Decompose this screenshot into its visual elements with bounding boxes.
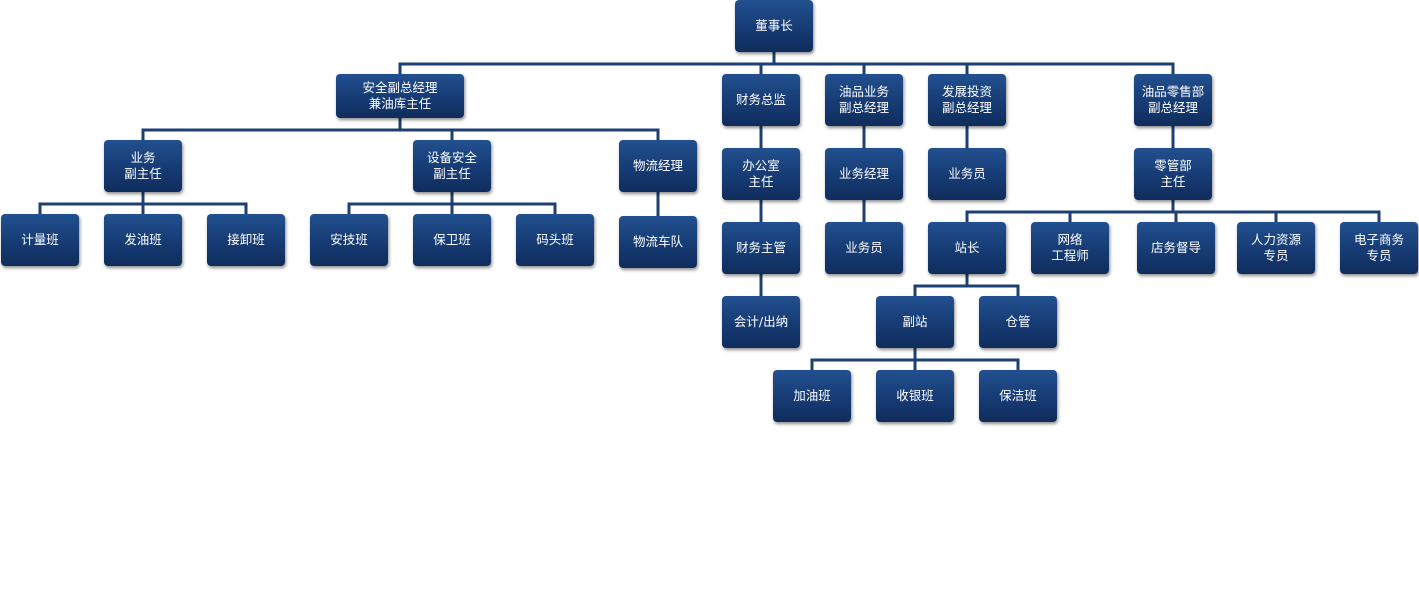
org-node-ecommerce-specialist: 电子商务 专员 [1340, 222, 1418, 274]
org-node-metering-team: 计量班 [1, 214, 79, 266]
org-node-safety-vgm: 安全副总经理 兼油库主任 [336, 74, 464, 118]
org-node-finance-director: 财务总监 [722, 74, 800, 126]
org-node-safety-tech-team: 安技班 [310, 214, 388, 266]
org-node-cleaning-team: 保洁班 [979, 370, 1057, 422]
org-node-store-supervisor: 店务督导 [1137, 222, 1215, 274]
org-node-unloading-team: 接卸班 [207, 214, 285, 266]
org-node-oil-business-vgm: 油品业务 副总经理 [825, 74, 903, 126]
org-node-retail-director: 零管部 主任 [1134, 148, 1212, 200]
org-node-chairman: 董事长 [735, 0, 813, 52]
org-node-logistics-manager: 物流经理 [619, 140, 697, 192]
org-node-accountant-cashier: 会计/出纳 [722, 296, 800, 348]
org-node-dock-team: 码头班 [516, 214, 594, 266]
org-node-finance-supervisor: 财务主管 [722, 222, 800, 274]
org-node-security-team: 保卫班 [413, 214, 491, 266]
org-node-cashier-team: 收银班 [876, 370, 954, 422]
org-node-network-engineer: 网络 工程师 [1031, 222, 1109, 274]
org-node-dispatch-team: 发油班 [104, 214, 182, 266]
org-node-hr-specialist: 人力资源 专员 [1237, 222, 1315, 274]
org-node-business-deputy: 业务 副主任 [104, 140, 182, 192]
org-node-logistics-fleet: 物流车队 [619, 216, 697, 268]
org-node-office-director: 办公室 主任 [722, 148, 800, 200]
org-node-retail-vgm: 油品零售部 副总经理 [1134, 74, 1212, 126]
org-node-station-master: 站长 [928, 222, 1006, 274]
org-node-equip-safety-deputy: 设备安全 副主任 [413, 140, 491, 192]
org-node-warehouse: 仓管 [979, 296, 1057, 348]
org-node-salesman-oil: 业务员 [825, 222, 903, 274]
org-node-business-manager: 业务经理 [825, 148, 903, 200]
org-node-refuel-team: 加油班 [773, 370, 851, 422]
org-node-salesman-invest: 业务员 [928, 148, 1006, 200]
org-node-dev-invest-vgm: 发展投资 副总经理 [928, 74, 1006, 126]
org-node-deputy-station: 副站 [876, 296, 954, 348]
